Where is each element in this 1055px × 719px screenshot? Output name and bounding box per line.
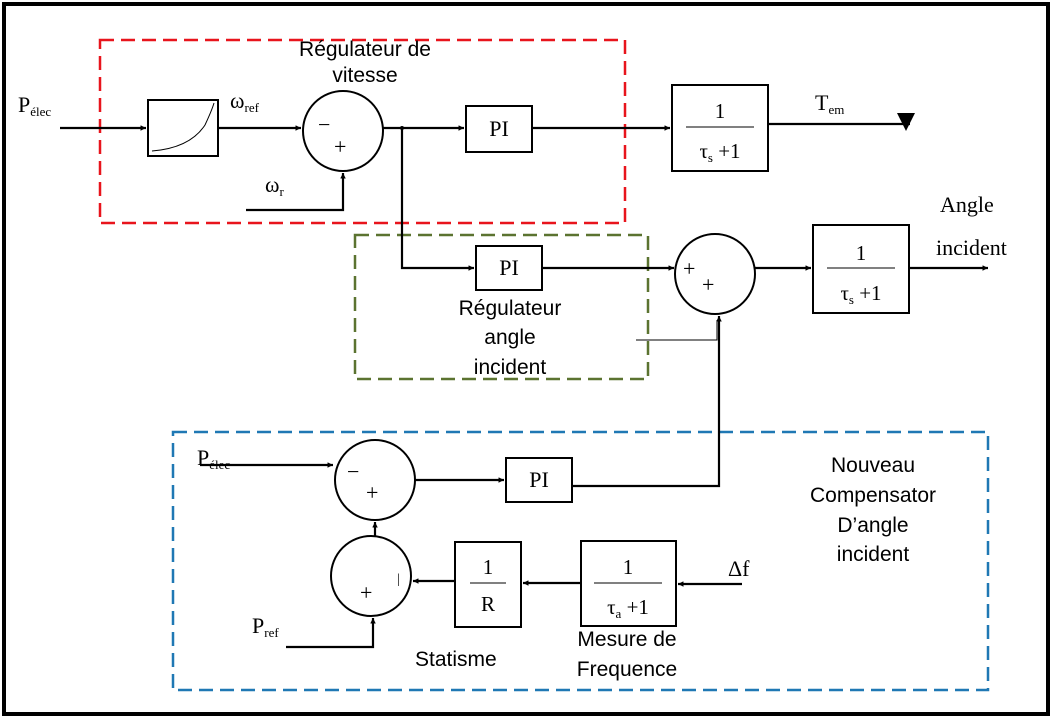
- p-elec-input-label: Pélec: [18, 92, 51, 119]
- meas-label-1: Mesure de: [577, 628, 676, 651]
- speed-summing-junction: [302, 90, 384, 172]
- compensator-title-3: D’angle: [837, 514, 908, 537]
- angle-tf-denominator: τs +1: [840, 281, 881, 307]
- meas-numerator: 1: [623, 555, 634, 579]
- angle-incident-label-1: Angle: [940, 192, 994, 217]
- angle-sum-plus-top: +: [683, 256, 695, 281]
- droop-label: Statisme: [415, 648, 497, 671]
- wire-branch-to-angle-pi: [400, 128, 474, 271]
- comp-sum-plus: +: [366, 480, 378, 505]
- branch-dot: [400, 126, 404, 130]
- speed-sum-minus: −: [318, 112, 330, 137]
- angle-pi-block: [475, 245, 543, 291]
- omega-r-label: ωr: [265, 172, 284, 199]
- compensator-title-1: Nouveau: [831, 454, 915, 477]
- comp-pi-block: [505, 457, 573, 503]
- droop-numerator: 1: [483, 555, 494, 579]
- speed-regulator-box: [98, 38, 627, 225]
- p-ref-label: Pref: [252, 613, 279, 640]
- angle-regulator-title-2: angle: [484, 326, 535, 349]
- droop-block: [454, 541, 522, 628]
- ref-sum-plus: +: [360, 580, 372, 605]
- angle-transfer-block: [812, 224, 910, 314]
- wire-comp-pi-to-angle-sum: [572, 316, 722, 488]
- angle-summing-junction: [674, 233, 756, 315]
- angle-incident-label-2: incident: [936, 235, 1007, 260]
- angle-pi-label: PI: [499, 255, 519, 280]
- angle-regulator-box: [353, 233, 650, 381]
- comp-sum-minus: −: [347, 459, 359, 484]
- ramp-curve-icon: [151, 102, 215, 152]
- speed-sum-plus: +: [334, 134, 346, 159]
- tem-label: Tem: [815, 90, 844, 117]
- meas-denominator: τa +1: [607, 595, 649, 621]
- wire-omega-r-to-sum: [246, 173, 346, 212]
- ref-sum-mark: |: [397, 572, 400, 587]
- angle-regulator-title-1: Régulateur: [459, 297, 562, 320]
- angle-sum-plus-bottom: +: [702, 272, 714, 297]
- rate-limiter-block: [147, 99, 219, 157]
- compensator-title-4: incident: [837, 543, 910, 566]
- torque-tf-numerator: 1: [715, 99, 726, 123]
- speed-pi-label: PI: [489, 116, 509, 141]
- compensator-title-2: Compensator: [810, 484, 936, 507]
- comp-pi-label: PI: [529, 467, 549, 492]
- omega-ref-label: ωref: [230, 88, 260, 115]
- delta-f-label: Δf: [728, 556, 750, 581]
- reference-summing-junction: [330, 535, 412, 617]
- thin-stub-line: [636, 320, 718, 341]
- torque-out-arrowhead: [897, 113, 915, 131]
- wire-pref-to-ref-sum: [286, 618, 376, 649]
- torque-transfer-block: [671, 84, 769, 172]
- angle-regulator-title-3: incident: [474, 356, 547, 379]
- torque-tf-denominator: τs +1: [699, 139, 740, 165]
- speed-regulator-title-1: Régulateur de: [299, 38, 431, 61]
- compensator-box: [171, 430, 990, 692]
- angle-tf-numerator: 1: [856, 241, 867, 265]
- speed-regulator-title-2: vitesse: [332, 64, 397, 87]
- meas-label-2: Frequence: [577, 658, 677, 681]
- droop-denominator: R: [481, 592, 495, 616]
